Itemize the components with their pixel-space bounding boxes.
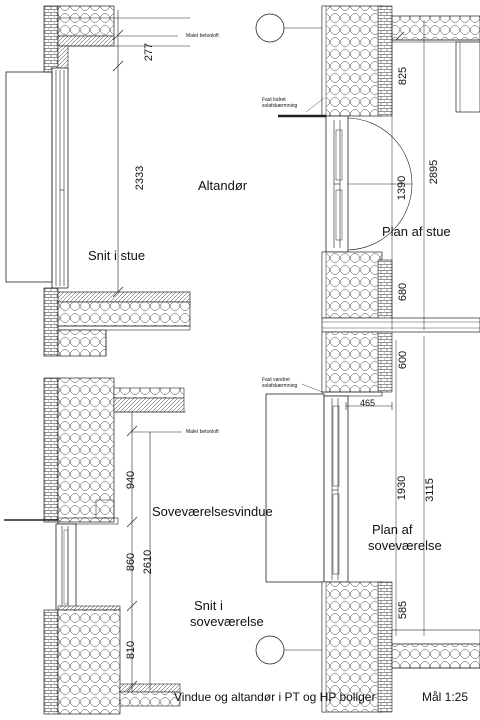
note-fixed-vertical-screen: Fast lodret solafskærmning	[262, 97, 297, 109]
note-line: Fast vandret	[262, 377, 290, 383]
partition-wall	[321, 317, 480, 333]
floor-slab	[57, 291, 191, 303]
outer-wall-upper	[321, 5, 383, 117]
dimension-3115: 3115	[423, 478, 436, 502]
drawing-scale: Mål 1:25	[422, 690, 469, 704]
section-bedroom	[4, 377, 186, 715]
label-line: soveværelse	[190, 614, 264, 629]
concrete-slab	[57, 35, 115, 47]
column-grid-circle	[255, 13, 285, 43]
dimension-585: 585	[397, 600, 410, 620]
section-living-room	[5, 5, 191, 357]
dimension-825: 825	[397, 66, 410, 86]
door-swing-arc	[347, 117, 413, 185]
plan-bedroom	[255, 336, 480, 713]
dimension-810: 810	[125, 640, 138, 660]
dimension-940: 940	[125, 470, 138, 490]
label-section-living-room: Snit i stue	[88, 248, 146, 263]
dimension-600: 600	[397, 350, 410, 370]
label-section-bedroom: Snit i soveværelse	[190, 598, 264, 630]
dimension-1930: 1930	[396, 475, 409, 501]
brick-wall-upper	[43, 5, 59, 73]
label-line: soveværelse	[368, 538, 442, 553]
insulation-ceiling	[57, 5, 115, 37]
horizontal-screen-plan	[265, 393, 325, 583]
note-line: Fast lodret	[262, 97, 286, 103]
drawing-title: Vindue og altandør i PT og HP boliger	[174, 690, 376, 704]
brick-wall-lower	[43, 287, 59, 357]
label-plan-living-room: Plan af stue	[382, 224, 451, 239]
bedroom-window	[55, 523, 77, 611]
label-balcony-door: Altandør	[198, 178, 248, 193]
dimension-860: 860	[125, 552, 138, 572]
label-bedroom-window: Soveværelsesvindue	[152, 504, 273, 519]
note-fixed-horizontal-screen: Fast vandret solafskærmning	[262, 377, 297, 389]
insulation-wall	[57, 377, 115, 523]
door-swing-arc	[347, 183, 413, 251]
dimension-2333: 2333	[134, 165, 147, 191]
label-plan-bedroom: Plan af soveværelse	[368, 522, 442, 554]
column-grid-circle	[255, 635, 285, 665]
label-line: Plan af	[372, 522, 413, 537]
note-painted-concrete-ceiling: Malet betonloft	[186, 429, 219, 435]
bedroom-window-plan	[323, 395, 349, 583]
dimension-465: 465	[360, 398, 376, 408]
label-line: Snit i	[194, 598, 223, 613]
balcony-screen	[5, 71, 53, 283]
note-line: solafskærmning	[262, 103, 298, 109]
dimension-2610: 2610	[142, 549, 155, 575]
dimension-277: 277	[143, 42, 156, 62]
brick-wall-upper	[43, 377, 59, 523]
note-painted-concrete-ceiling: Malet betonloft	[186, 33, 219, 39]
dimension-680: 680	[397, 282, 410, 302]
note-line: solafskærmning	[262, 383, 298, 389]
plan-living-room	[255, 5, 480, 393]
dimension-1390: 1390	[396, 175, 409, 201]
dimension-2895: 2895	[428, 159, 441, 185]
concrete-slab	[113, 397, 185, 413]
